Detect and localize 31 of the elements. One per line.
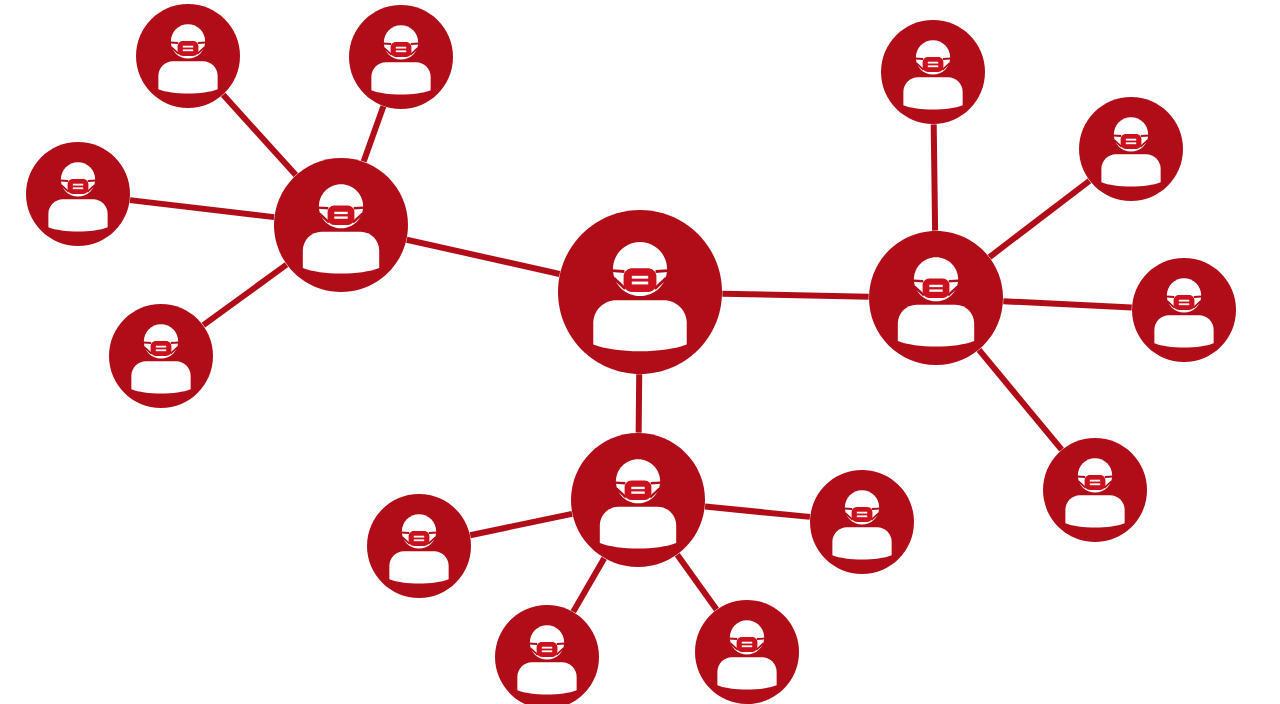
masked-person-icon: [1132, 258, 1236, 362]
connector-line: [987, 178, 1092, 260]
connector-line: [635, 374, 643, 433]
connector-line: [129, 197, 275, 221]
connector-line: [674, 553, 719, 612]
masked-person-icon: [136, 4, 240, 108]
connector-line: [469, 510, 573, 539]
masked-person-icon: [26, 142, 130, 246]
masked-person-icon: [571, 433, 705, 567]
masked-person-icon: [274, 158, 408, 292]
masked-person-icon: [869, 231, 1003, 365]
connector-line: [930, 124, 939, 231]
masked-person-icon: [109, 304, 213, 408]
connector-line: [722, 290, 869, 300]
connector-line: [406, 236, 561, 277]
masked-person-icon: [367, 494, 471, 598]
connector-line: [201, 262, 289, 328]
connector-line: [976, 347, 1064, 452]
masked-person-icon: [695, 600, 799, 704]
connector-line: [570, 556, 607, 614]
masked-person-icon: [558, 210, 722, 374]
connector-line: [360, 105, 387, 163]
masked-person-icon: [1043, 438, 1147, 542]
masked-person-icon: [495, 605, 599, 704]
masked-person-icon: [881, 20, 985, 124]
connector-line: [704, 503, 811, 520]
masked-person-icon: [810, 470, 914, 574]
masked-person-icon: [349, 5, 453, 109]
masked-person-icon: [1079, 97, 1183, 201]
connector-line: [220, 92, 299, 178]
connector-line: [1003, 298, 1132, 311]
